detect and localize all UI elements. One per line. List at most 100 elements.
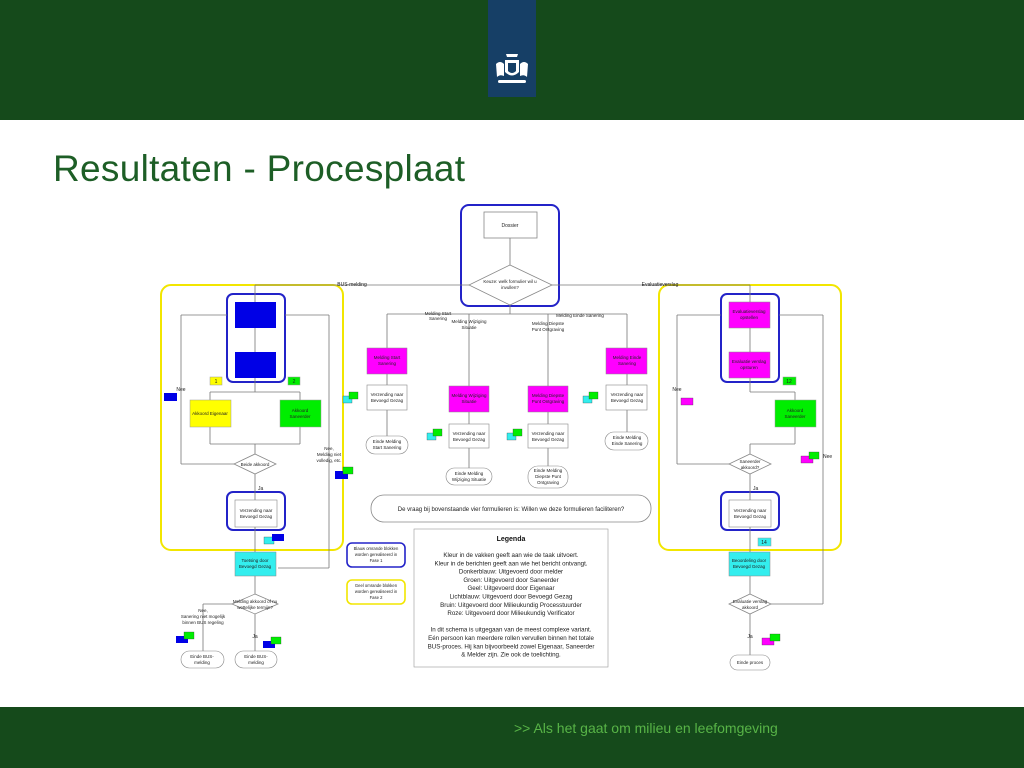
- footer-bar: [0, 707, 1024, 768]
- left-blue-task-1: [235, 302, 276, 328]
- message-icon: [506, 432, 517, 441]
- beoordeling-task: [728, 551, 771, 577]
- verzending-start-label-1: Verzending naar: [371, 392, 404, 397]
- message-icon: [680, 397, 694, 406]
- legend-title: Legenda: [497, 536, 526, 543]
- einde-wijziging-label-2: Wijziging Situatie: [452, 477, 487, 482]
- legend-line: Geel: Uitgevoerd door Eigenaar: [467, 585, 554, 592]
- legend-line: & Melder zijn. Zie ook de toelichting.: [461, 652, 561, 659]
- message-icons-middle: [342, 391, 599, 441]
- legend-box: [413, 528, 609, 668]
- einde-diepste-label-3: Ontgraving: [537, 480, 560, 485]
- akkoord-eigenaar-label: Akkoord Eigenaar: [192, 411, 228, 416]
- einde-bus-1-label-1: Einde BUS-: [190, 654, 214, 659]
- einde-proces-label: Einde proces: [737, 660, 764, 665]
- left-verzending-label-2: Bevoegd Gezag: [240, 514, 273, 519]
- einde-wijziging-terminal: [445, 467, 493, 486]
- branch-start-label-2: Sanering: [429, 316, 448, 321]
- message-icon: [272, 534, 284, 541]
- branch-wijziging-label-2: Situatie: [461, 325, 477, 330]
- legend-line: Roze: Uitgevoerd door Milieukundig Verif…: [447, 610, 574, 617]
- legend-line: Bruin: Uitgevoerd door Milieukundig Proc…: [440, 602, 582, 609]
- phase1-frame-left: [226, 293, 286, 383]
- note-phase1: [346, 542, 406, 568]
- legend-line: Donkerblauw: Uitgevoerd door melder: [459, 569, 563, 576]
- process-diagram: Dossier Keuze: welk formulier wil u invu…: [160, 204, 842, 671]
- task-melding-start-label-1: Melding Start: [374, 355, 401, 360]
- branch-diepste-label-1: Melding Diepste: [532, 321, 565, 326]
- note-phase1-line-3: Fase 1: [370, 558, 383, 563]
- badge-green-label: 2: [293, 379, 296, 385]
- task-melding-einde: [605, 347, 648, 375]
- message-icon: [582, 395, 593, 404]
- right-nee-label-2: Nee: [823, 454, 832, 460]
- einde-start-label-2: Start Sanering: [373, 445, 402, 450]
- einde-wijziging-label-1: Einde Melding: [455, 471, 484, 476]
- toetsing-task: [234, 551, 277, 577]
- note-phase2: [346, 579, 406, 605]
- footer-tagline: >> Als het gaat om milieu en leefomgevin…: [514, 720, 778, 736]
- left-ja-label: Ja: [258, 486, 264, 492]
- saneerder-akkoord-label-2: akkoord?: [741, 465, 760, 470]
- message-icon: [270, 636, 282, 645]
- message-icon: [512, 428, 523, 437]
- verzending-einde-box: [605, 384, 648, 411]
- message-icon: [808, 451, 820, 460]
- legend-lines: Kleur in de vakken geeft aan wie de taak…: [428, 552, 595, 659]
- evaluatie-verslag-opsturen-label-2: opsturen: [740, 365, 758, 370]
- bus-melding-label: BUS-melding: [337, 282, 367, 288]
- beoordeling-label-1: Beoordeling door: [732, 558, 767, 563]
- message-icon: [588, 391, 599, 400]
- message-icon: [348, 391, 359, 400]
- message-icon: [342, 466, 354, 475]
- einde-diepste-terminal: [527, 465, 569, 489]
- bottom-left-ja-label: Ja: [252, 634, 258, 640]
- question-box: [370, 494, 652, 523]
- badge-cyan-right-label: 14: [761, 540, 767, 546]
- beide-akkoord-decision: [233, 453, 277, 475]
- legend-line: Kleur in de berichten geeft aan wie het …: [434, 560, 587, 567]
- evaluatie-akkoord-decision: [728, 593, 772, 615]
- legend-line: Eén persoon kan meerdere rollen vervulle…: [428, 635, 594, 642]
- einde-diepste-label-1: Einde Melding: [534, 468, 563, 473]
- message-icon: [761, 637, 775, 646]
- nee-melding-label-3: volledig, etc.: [316, 458, 341, 463]
- toetsing-label-1: Toetsing door: [241, 558, 269, 563]
- akkoord-saneerder-right-label-1: Akkoord: [787, 408, 804, 413]
- melding-akkoord-label-1: Melding akkoord of nu: [233, 599, 278, 604]
- badge-yellow: [209, 376, 223, 386]
- verzending-diepste-label-1: Verzending naar: [532, 431, 565, 436]
- right-verzending-box: [728, 499, 772, 528]
- nee-sanering-label-2: Sanering niet mogelijk: [181, 614, 226, 619]
- verzending-start-box: [366, 384, 408, 411]
- einde-bus-2-label-2: melding: [248, 660, 264, 665]
- message-icon: [426, 432, 437, 441]
- task-melding-wijziging-label-2: Situatie: [461, 399, 477, 404]
- left-verzending-label-1: Verzending naar: [240, 508, 273, 513]
- right-ja-label: Ja: [753, 486, 759, 492]
- note-phase1-line-2: worden gerealiseerd in: [355, 552, 398, 557]
- dossier-box: [483, 211, 538, 239]
- evaluatie-akkoord-label-1: Evaluatie verslag: [733, 599, 768, 604]
- einde-start-terminal: [365, 435, 409, 455]
- keuze-label-1: Keuze: welk formulier wil u: [483, 279, 537, 284]
- phase2-frame-left: [160, 284, 344, 551]
- task-melding-diepste-label-2: Punt Ontgraving: [532, 399, 565, 404]
- einde-sanering-label-2: Einde Sanering: [612, 441, 643, 446]
- left-verzending-box: [234, 499, 278, 528]
- toetsing-label-2: Bevoegd Gezag: [239, 564, 272, 569]
- keuze-label-2: invullen?: [501, 285, 519, 290]
- einde-bus-terminal-2: [234, 650, 278, 669]
- task-melding-start-label-2: Sanering: [378, 361, 397, 366]
- message-icon: [432, 428, 443, 437]
- akkoord-saneerder-label-2: Saneerder: [289, 414, 311, 419]
- evaluatieverslag-label: Evaluatieverslag: [642, 282, 679, 288]
- einde-bus-terminal-1: [180, 650, 225, 669]
- note-phase2-line-2: worden gerealiseerd in: [355, 589, 398, 594]
- coat-of-arms-icon: [496, 54, 528, 83]
- beoordeling-label-2: Bevoegd Gezag: [733, 564, 766, 569]
- legend-line: Groen: Uitgevoerd door Saneerder: [463, 577, 558, 584]
- legend-line: Kleur in de vakken geeft aan wie de taak…: [443, 552, 578, 559]
- nee-sanering-label-3: binnen BUS regeling: [182, 620, 224, 625]
- task-melding-diepste-label-1: Melding Diepste: [532, 393, 565, 398]
